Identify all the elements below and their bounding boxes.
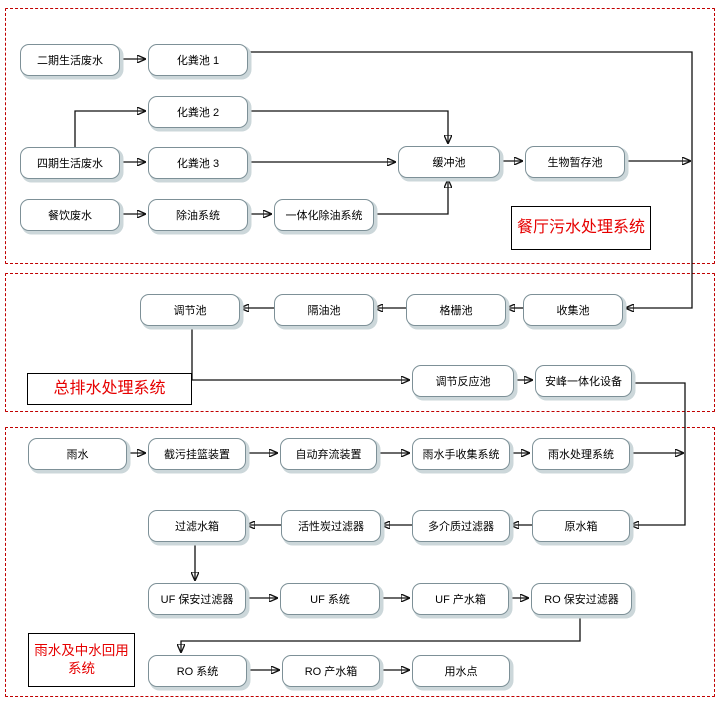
node-uf-security-filter: UF 保安过滤器 [148,583,246,615]
section-label-rainwater-reuse: 雨水及中水回用系统 [28,633,135,687]
node-water-use-point: 用水点 [412,655,510,687]
section-label-main-drainage: 总排水处理系统 [27,373,192,405]
node-regulating-pool: 调节池 [140,294,240,326]
node-uf-product-tank: UF 产水箱 [412,583,509,615]
node-auto-discard-device: 自动弃流装置 [280,438,377,470]
node-oil-separation-pool: 隔油池 [274,294,374,326]
section-rainwater-reuse [5,427,715,697]
node-bio-storage-pool: 生物暂存池 [525,146,625,178]
section-restaurant-sewage [5,8,715,264]
node-septic-tank-1: 化粪池 1 [148,44,248,76]
section-main-drainage [5,273,715,412]
node-septic-tank-3: 化粪池 3 [148,147,248,179]
node-raw-water-tank: 原水箱 [532,510,630,542]
node-phase4-wastewater: 四期生活废水 [20,147,120,179]
node-ro-system: RO 系统 [148,655,247,687]
node-ro-product-tank: RO 产水箱 [282,655,380,687]
node-uf-system: UF 系统 [280,583,380,615]
node-phase2-wastewater: 二期生活废水 [20,44,120,76]
node-grille-pool: 格栅池 [406,294,506,326]
node-collection-pool: 收集池 [523,294,623,326]
node-multimedia-filter: 多介质过滤器 [412,510,510,542]
node-filter-water-tank: 过滤水箱 [148,510,246,542]
node-activated-carbon-filter: 活性炭过滤器 [281,510,381,542]
node-deoiling-system: 除油系统 [148,199,248,231]
node-anfeng-integrated-equipment: 安峰一体化设备 [535,365,632,397]
node-catering-wastewater: 餐饮废水 [20,199,120,231]
node-rainwater-collection-system: 雨水手收集系统 [412,438,510,470]
node-septic-tank-2: 化粪池 2 [148,96,248,128]
node-regulating-reaction-pool: 调节反应池 [412,365,514,397]
section-label-restaurant-sewage: 餐厅污水处理系统 [511,206,651,250]
node-buffer-pool: 缓冲池 [398,146,500,178]
node-rainwater-treatment-system: 雨水处理系统 [532,438,630,470]
node-integrated-deoiling-system: 一体化除油系统 [274,199,374,231]
node-rainwater: 雨水 [28,438,127,470]
node-ro-security-filter: RO 保安过滤器 [531,583,632,615]
node-interception-basket-device: 截污挂篮装置 [148,438,246,470]
